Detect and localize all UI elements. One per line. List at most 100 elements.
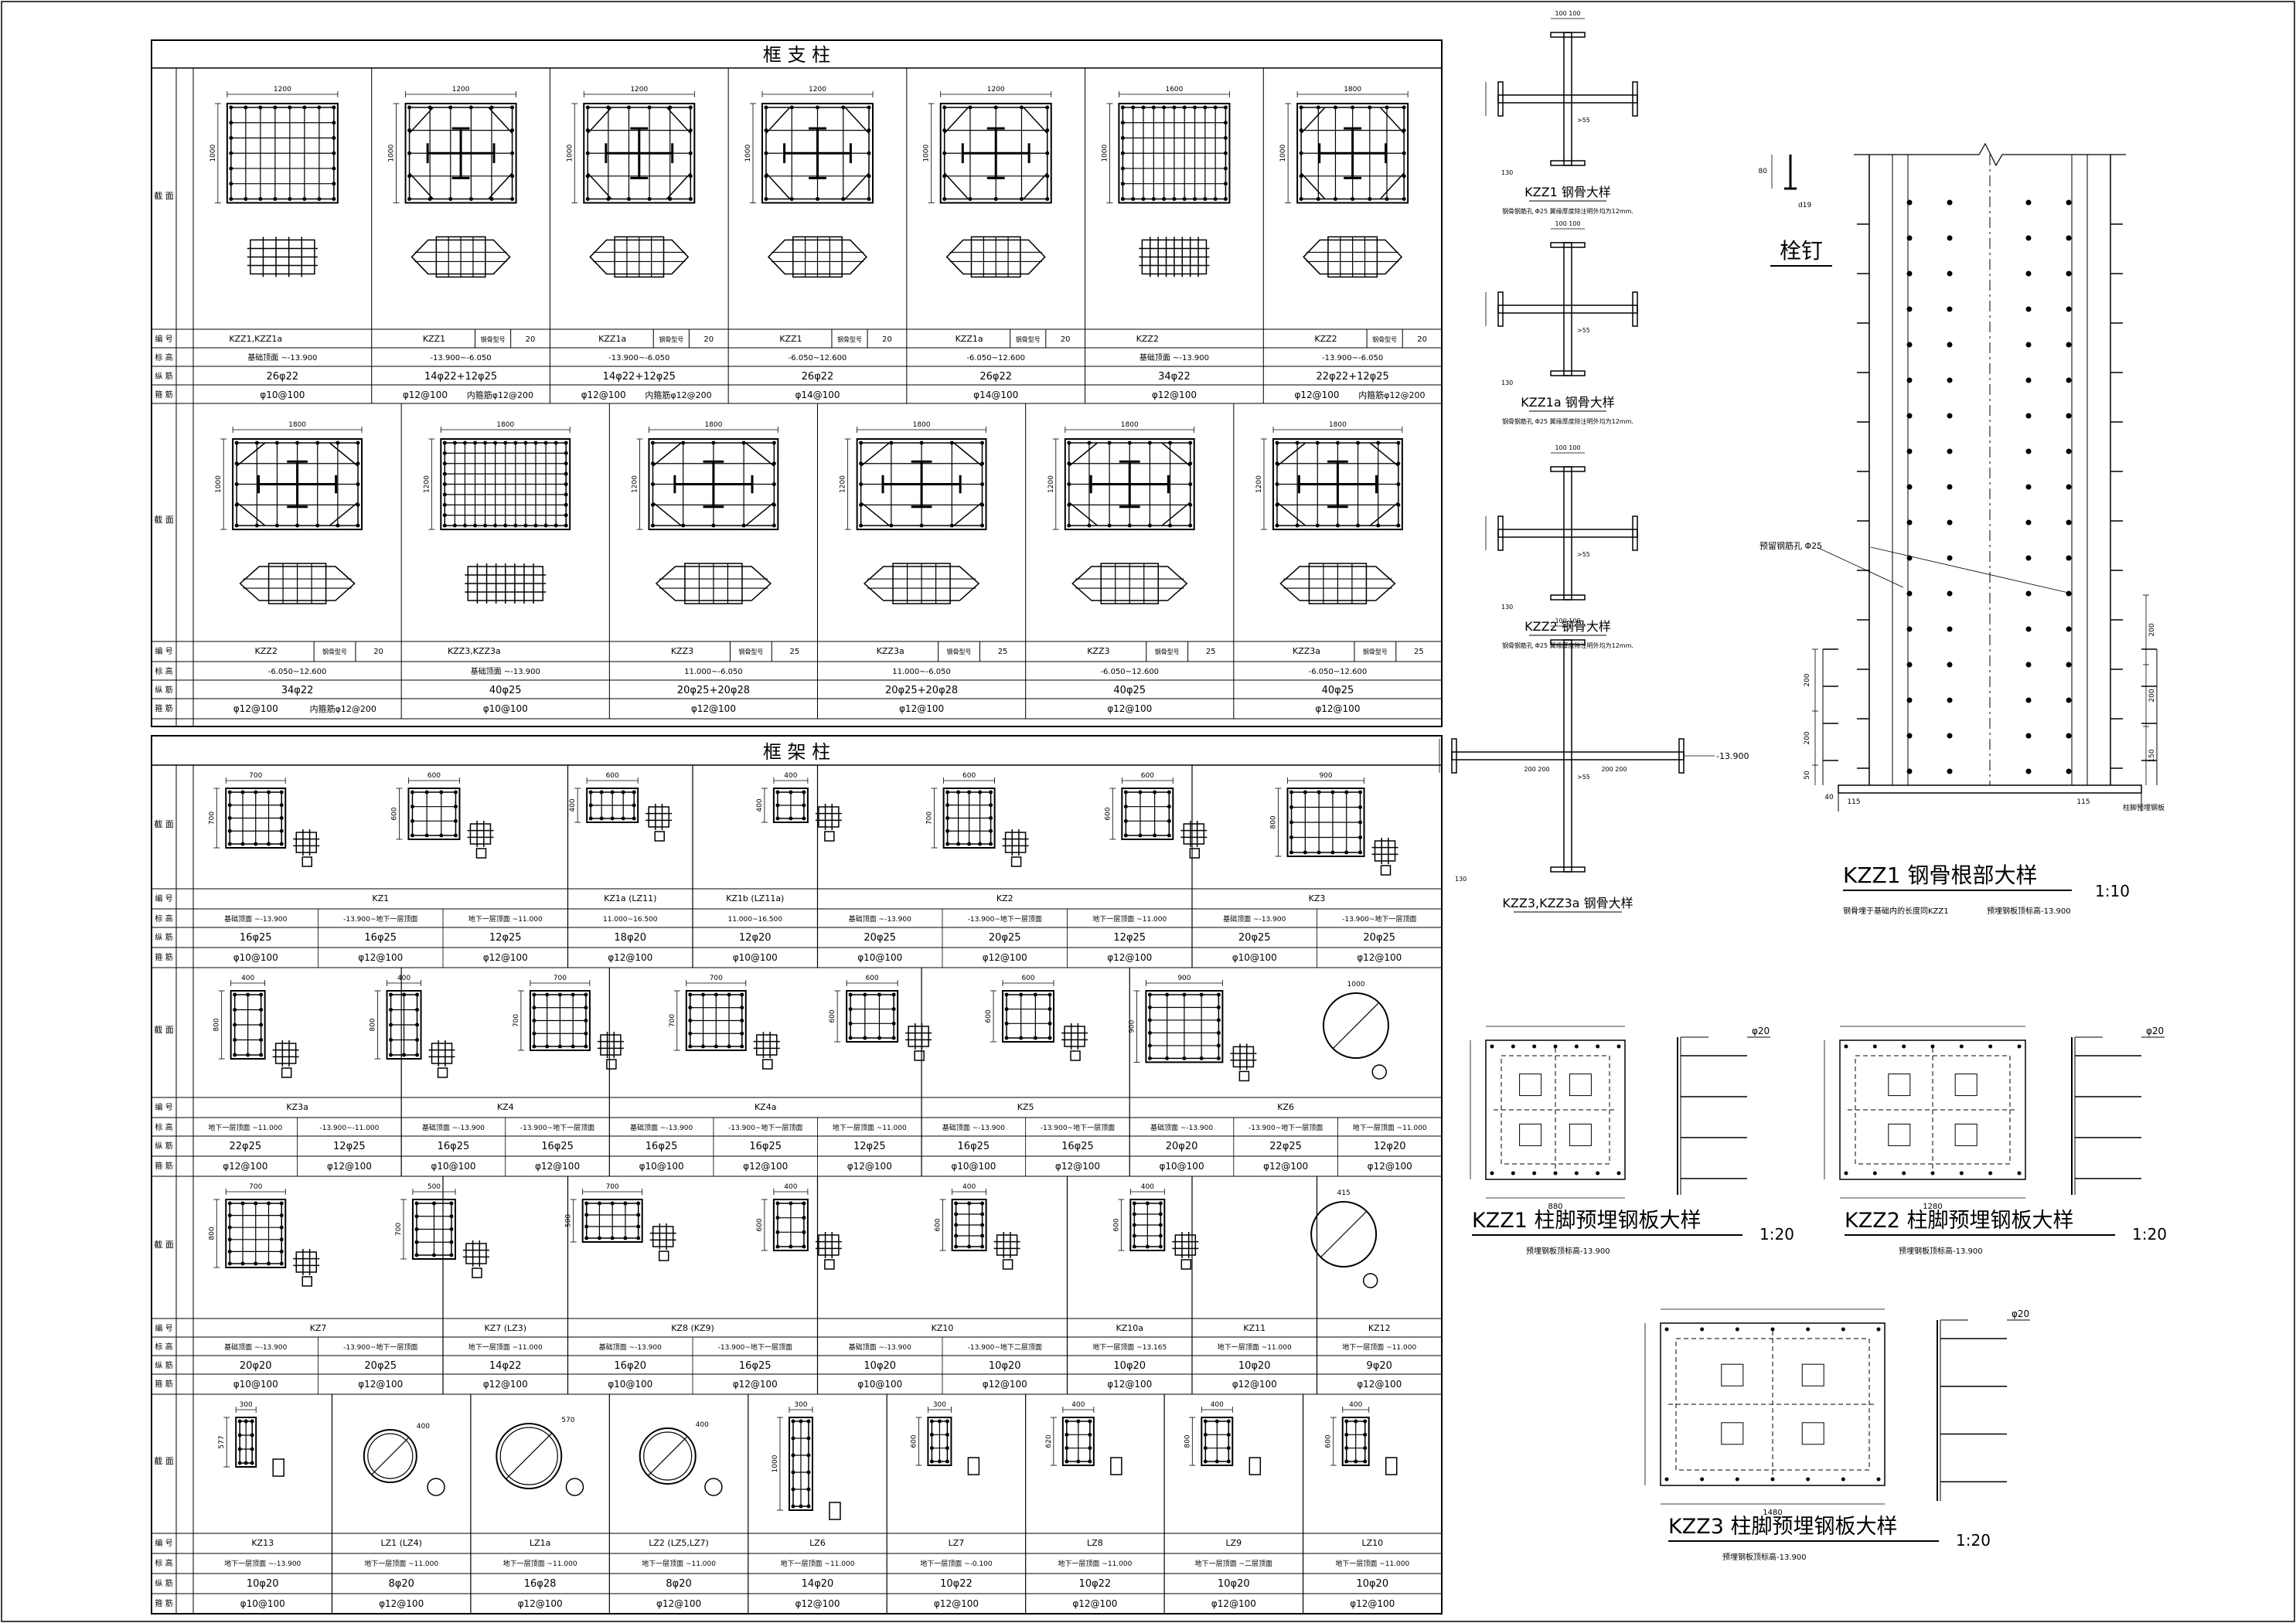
longitudinal-rebar: 10φ22: [940, 1578, 973, 1590]
dimension-text: 115: [2076, 798, 2090, 806]
dimension-text: 1800: [704, 421, 722, 429]
rebar-dot: [489, 196, 494, 201]
tie-detail: [589, 236, 690, 278]
rebar-dot: [623, 1236, 628, 1240]
rebar-dot: [336, 523, 340, 528]
section-outline: [1118, 103, 1231, 204]
column-section: [230, 990, 266, 1060]
column-section: [529, 990, 591, 1051]
rebar-dot: [410, 805, 414, 809]
rebar-dot: [227, 842, 232, 846]
column-section: [440, 438, 571, 531]
rebar-note: φ20: [1752, 1026, 1770, 1036]
rebar-dot: [233, 1008, 237, 1012]
rebar-dot: [806, 1436, 811, 1441]
rebar-hole: [1947, 377, 1953, 383]
longitudinal-rebar: 34φ22: [1158, 371, 1191, 383]
column-id: KZZ3,KZZ3a: [448, 646, 501, 656]
elevation-text: -6.050~12.600: [1100, 668, 1159, 676]
rebar-dot: [1289, 790, 1294, 794]
tie-rect: [996, 1234, 1018, 1256]
rebar-dot: [267, 790, 271, 794]
dimension-text: 1000: [215, 475, 223, 493]
rebar-dot: [789, 790, 793, 794]
stirrup-text: φ12@100: [233, 703, 278, 714]
rebar-dot: [1123, 790, 1128, 794]
elevation-text: -13.900~地下一层顶面: [718, 1342, 792, 1352]
dimension-text: 600: [985, 1009, 993, 1022]
elevation-text: -13.900~地下一层顶面: [728, 1123, 802, 1132]
rebar-dot: [279, 1201, 284, 1206]
rebar-dot: [802, 803, 806, 808]
rebar-dot: [1303, 790, 1307, 794]
column-id: KZ4: [497, 1102, 514, 1112]
stirrup-text: φ12@100: [1072, 1598, 1117, 1609]
stirrup-text: φ10@100: [233, 952, 278, 963]
tie-detail: [1139, 236, 1210, 277]
stirrup-text: φ12@100: [691, 703, 736, 714]
longitudinal-rebar: 9φ20: [1367, 1360, 1392, 1372]
rebar-dot: [389, 1053, 393, 1057]
rebar-hole: [2025, 697, 2032, 703]
longitudinal-rebar: 20φ25: [989, 932, 1021, 944]
dimension-text: 700: [554, 975, 567, 982]
stirrup-text: φ12@100: [327, 1161, 372, 1172]
stirrup-outline: [850, 994, 894, 1039]
steel-type-label: 钢骨型号: [659, 335, 683, 343]
rebar-dot: [302, 196, 307, 201]
bolt-hole: [1553, 1044, 1558, 1049]
dimension-text: 600: [606, 772, 619, 780]
rebar-dot: [584, 1005, 588, 1010]
tie-rect: [1183, 823, 1205, 845]
tie-detail: [1303, 236, 1403, 278]
rebar-dot: [1141, 196, 1146, 201]
steel-type-value: 25: [790, 648, 800, 656]
section-outline: [1064, 438, 1195, 531]
stirrup-text: 内箍筋φ12@200: [1358, 390, 1425, 400]
bolt-hole: [1616, 1171, 1621, 1176]
detail-title: KZZ1a 钢骨大样: [1521, 395, 1615, 410]
rebar-dot: [1275, 523, 1279, 528]
rebar-dot: [267, 1201, 271, 1206]
rebar-dot: [453, 805, 458, 809]
dimension-text: 600: [829, 1009, 836, 1022]
rebar-dot: [1368, 105, 1372, 110]
rebar-dot: [1333, 105, 1337, 110]
rebar-dot: [1067, 482, 1071, 487]
tie-rect: [600, 1034, 622, 1056]
tie-rect: [652, 1226, 674, 1247]
rebar-dot: [453, 833, 458, 838]
rebar-dot: [246, 1053, 250, 1057]
dimension-text: 800: [1270, 815, 1278, 829]
tie-rect: [1374, 840, 1396, 862]
small-tie: [475, 848, 487, 859]
section-outline: [1145, 990, 1224, 1063]
small-tie: [1238, 1070, 1250, 1082]
rebar-dot: [1182, 196, 1187, 201]
stirrup-text: φ12@100: [483, 952, 528, 963]
tie-detail: [239, 563, 356, 604]
tie-line: [648, 1436, 688, 1476]
rebar-dot: [1396, 461, 1401, 466]
section-outline: [846, 990, 899, 1043]
rebar-dot: [415, 1022, 420, 1027]
elevation-text: 基础顶面 ~-13.900: [942, 1123, 1005, 1132]
row-header: 标 高: [155, 1122, 172, 1132]
column-id: KZZ3: [1087, 646, 1109, 656]
row-header: 纵 筋: [155, 685, 172, 695]
rebar-dot: [1004, 1036, 1009, 1040]
tie-detail: [655, 563, 772, 604]
rebar-dot: [1351, 196, 1355, 201]
rebar-dot: [356, 523, 360, 528]
section-outline: [927, 1417, 952, 1466]
rebar-dot: [1216, 1056, 1221, 1060]
tie-detail: [1061, 1023, 1088, 1050]
rebar-dot: [668, 105, 673, 110]
rebar-hole: [1906, 555, 1913, 561]
diagonal-tie: [329, 502, 359, 526]
rebar-dot: [621, 816, 625, 821]
circular-section: [363, 1429, 417, 1483]
diagonal-tie: [953, 502, 983, 526]
longitudinal-rebar: 14φ22: [489, 1360, 522, 1372]
